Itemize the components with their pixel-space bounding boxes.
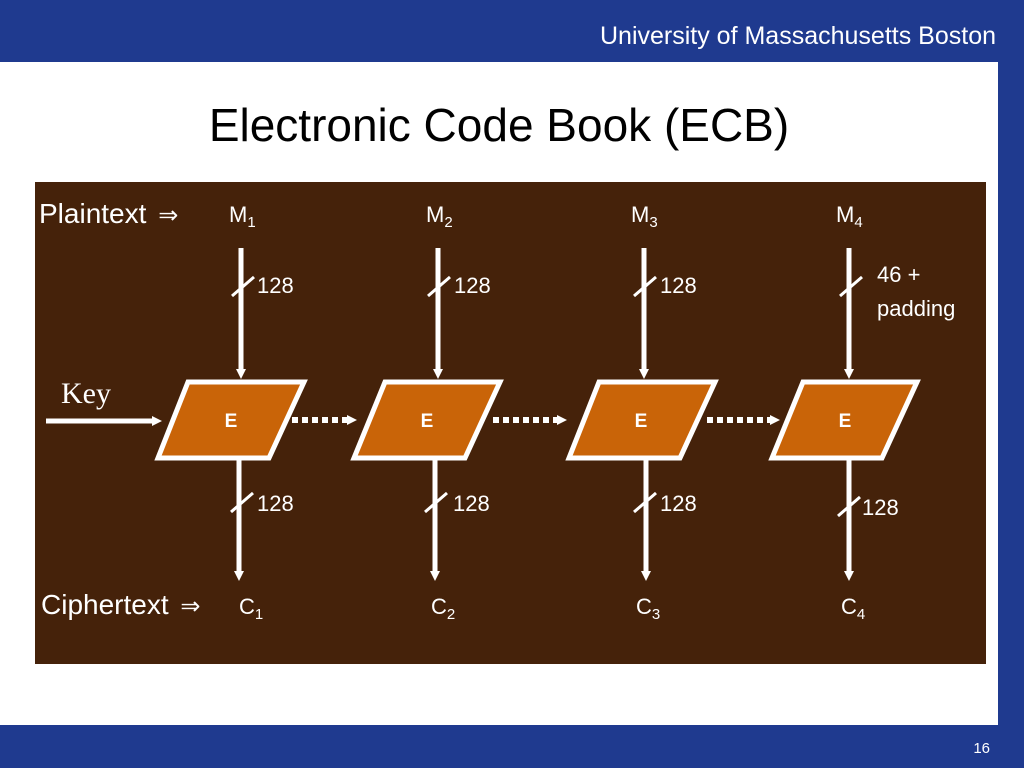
header-bar bbox=[0, 0, 1024, 62]
input-sub-3: 3 bbox=[649, 214, 657, 231]
ciphertext-label-text: Ciphertext bbox=[41, 589, 169, 620]
output-bits-3: 128 bbox=[660, 491, 697, 516]
output-bits-4: 128 bbox=[862, 495, 899, 520]
cipher-block-1 bbox=[154, 379, 308, 461]
ciphertext-label: Ciphertext ⇒ bbox=[41, 589, 201, 620]
input-sub-2: 2 bbox=[444, 214, 452, 231]
side-bar bbox=[998, 0, 1024, 768]
input-sub-1: 1 bbox=[247, 214, 255, 231]
cipher-label-2: E bbox=[421, 411, 434, 432]
output-slash-3 bbox=[633, 491, 657, 514]
plaintext-label: Plaintext ⇒ bbox=[39, 198, 178, 229]
plaintext-label-text: Plaintext bbox=[39, 198, 147, 229]
input-label-4: M4 bbox=[836, 202, 863, 231]
ciphertext-implies-symbol: ⇒ bbox=[180, 593, 200, 620]
input-bits-2: 128 bbox=[454, 273, 491, 298]
ecb-block-1: M1 128 E 128 C1 bbox=[154, 202, 308, 623]
ecb-diagram-svg: Plaintext ⇒ Ciphertext ⇒ Key M1 bbox=[35, 182, 986, 664]
output-sub-1: 1 bbox=[255, 606, 263, 623]
input-slash-3 bbox=[633, 275, 657, 298]
output-bits-1: 128 bbox=[257, 491, 294, 516]
ecb-block-3: M3 128 E 128 C3 bbox=[565, 202, 719, 623]
page-number: 16 bbox=[973, 740, 990, 757]
output-sub-4: 4 bbox=[857, 606, 865, 623]
input-letter-1: M bbox=[229, 202, 247, 227]
ecb-block-2: M2 128 E 128 C2 bbox=[350, 202, 504, 623]
output-sub-3: 3 bbox=[652, 606, 660, 623]
cipher-block-4 bbox=[768, 379, 921, 461]
output-letter-3: C bbox=[636, 594, 652, 619]
cipher-label-3: E bbox=[635, 411, 648, 432]
input-letter-4: M bbox=[836, 202, 854, 227]
input-letter-2: M bbox=[426, 202, 444, 227]
input-slash-4 bbox=[839, 275, 863, 298]
input-label-1: M1 bbox=[229, 202, 256, 231]
output-letter-2: C bbox=[431, 594, 447, 619]
cipher-block-3 bbox=[565, 379, 719, 461]
output-label-4: C4 bbox=[841, 594, 865, 623]
output-slash-4 bbox=[837, 495, 861, 518]
input-label-3: M3 bbox=[631, 202, 658, 231]
ecb-block-4: M4 46 + padding E 128 C4 bbox=[768, 202, 955, 623]
ecb-diagram: Plaintext ⇒ Ciphertext ⇒ Key M1 bbox=[35, 182, 986, 664]
output-letter-4: C bbox=[841, 594, 857, 619]
input-bits-4-line2: padding bbox=[877, 296, 955, 321]
output-bits-2: 128 bbox=[453, 491, 490, 516]
input-slash-2 bbox=[427, 275, 451, 298]
input-letter-3: M bbox=[631, 202, 649, 227]
key-label: Key bbox=[61, 377, 111, 410]
cipher-label-1: E bbox=[225, 411, 238, 432]
slide-title: Electronic Code Book (ECB) bbox=[208, 99, 790, 151]
output-slash-1 bbox=[230, 491, 254, 514]
cipher-block-2 bbox=[350, 379, 504, 461]
input-bits-1: 128 bbox=[257, 273, 294, 298]
university-name: University of Massachusetts Boston bbox=[600, 22, 996, 50]
plaintext-implies-symbol: ⇒ bbox=[158, 202, 178, 229]
input-label-2: M2 bbox=[426, 202, 453, 231]
cipher-label-4: E bbox=[839, 411, 852, 432]
output-label-1: C1 bbox=[239, 594, 263, 623]
footer-bar bbox=[0, 725, 1024, 768]
output-letter-1: C bbox=[239, 594, 255, 619]
input-sub-4: 4 bbox=[854, 214, 862, 231]
output-slash-2 bbox=[424, 491, 448, 514]
input-bits-4-line1: 46 + bbox=[877, 262, 920, 287]
input-slash-1 bbox=[231, 275, 255, 298]
input-bits-3: 128 bbox=[660, 273, 697, 298]
output-label-3: C3 bbox=[636, 594, 660, 623]
output-label-2: C2 bbox=[431, 594, 455, 623]
output-sub-2: 2 bbox=[447, 606, 455, 623]
